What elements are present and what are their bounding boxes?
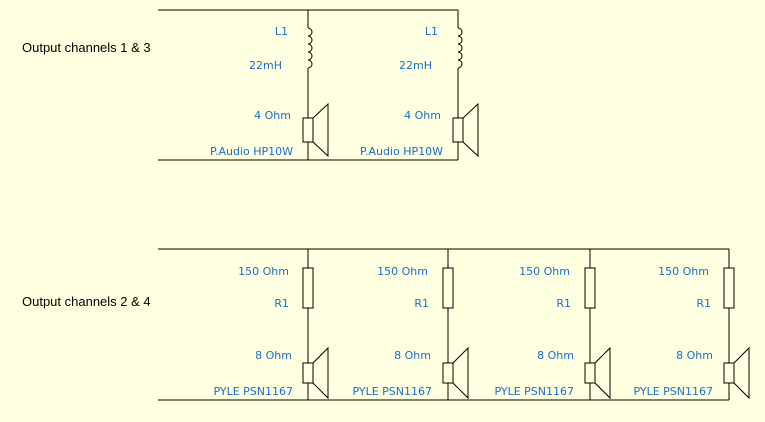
resistor-R1 bbox=[723, 267, 735, 309]
speaker-icon bbox=[733, 346, 750, 400]
speaker-magnet bbox=[302, 362, 314, 384]
inductor-value-label: 22mH bbox=[249, 59, 282, 72]
speaker-model-label: PYLE PSN1167 bbox=[633, 385, 713, 398]
resistor-ref-label: R1 bbox=[556, 297, 571, 310]
speaker-magnet bbox=[442, 362, 454, 384]
inductor-ref-label: L1 bbox=[425, 25, 438, 38]
speaker-impedance-label: 4 Ohm bbox=[404, 109, 441, 122]
speaker-impedance-label: 8 Ohm bbox=[676, 349, 713, 362]
speaker-impedance-label: 4 Ohm bbox=[254, 109, 291, 122]
speaker-icon bbox=[312, 102, 329, 158]
resistor-ref-label: R1 bbox=[274, 297, 289, 310]
bottom-branch-2: 150 Ohm R1 8 Ohm PYLE PSN1167 bbox=[352, 249, 469, 400]
speaker-model-label: PYLE PSN1167 bbox=[494, 385, 574, 398]
resistor-ref-label: R1 bbox=[414, 297, 429, 310]
resistor-R1 bbox=[584, 267, 596, 309]
inductor-L1 bbox=[307, 27, 313, 69]
speaker-icon bbox=[594, 346, 611, 400]
speaker-impedance-label: 8 Ohm bbox=[255, 349, 292, 362]
speaker-icon bbox=[452, 346, 469, 400]
speaker-magnet bbox=[584, 362, 596, 384]
speaker-magnet bbox=[452, 117, 464, 143]
bottom-branch-4: 150 Ohm R1 8 Ohm PYLE PSN1167 bbox=[633, 249, 750, 400]
speaker-magnet bbox=[302, 117, 314, 143]
speaker-icon bbox=[462, 102, 479, 158]
speaker-model-label: P.Audio HP10W bbox=[210, 145, 293, 158]
inductor-value-label: 22mH bbox=[399, 59, 432, 72]
speaker-model-label: PYLE PSN1167 bbox=[213, 385, 293, 398]
resistor-value-label: 150 Ohm bbox=[238, 265, 289, 278]
speaker-icon bbox=[312, 346, 329, 400]
resistor-R1 bbox=[302, 267, 314, 309]
inductor-ref-label: L1 bbox=[275, 25, 288, 38]
section-title-channels-2-4: Output channels 2 & 4 bbox=[22, 294, 151, 309]
resistor-ref-label: R1 bbox=[696, 297, 711, 310]
speaker-model-label: PYLE PSN1167 bbox=[352, 385, 432, 398]
speaker-impedance-label: 8 Ohm bbox=[537, 349, 574, 362]
section-title-channels-1-3: Output channels 1 & 3 bbox=[22, 40, 151, 55]
bottom-branch-1: 150 Ohm R1 8 Ohm PYLE PSN1167 bbox=[213, 249, 329, 400]
top-branch-1: L1 22mH 4 Ohm P.Audio HP10W bbox=[210, 10, 329, 160]
resistor-R1 bbox=[442, 267, 454, 309]
speaker-magnet bbox=[723, 362, 735, 384]
inductor-L1 bbox=[457, 27, 463, 69]
resistor-value-label: 150 Ohm bbox=[377, 265, 428, 278]
speaker-model-label: P.Audio HP10W bbox=[360, 145, 443, 158]
top-branch-2: L1 22mH 4 Ohm P.Audio HP10W bbox=[360, 10, 479, 160]
resistor-value-label: 150 Ohm bbox=[519, 265, 570, 278]
speaker-impedance-label: 8 Ohm bbox=[394, 349, 431, 362]
resistor-value-label: 150 Ohm bbox=[658, 265, 709, 278]
bottom-branch-3: 150 Ohm R1 8 Ohm PYLE PSN1167 bbox=[494, 249, 611, 400]
